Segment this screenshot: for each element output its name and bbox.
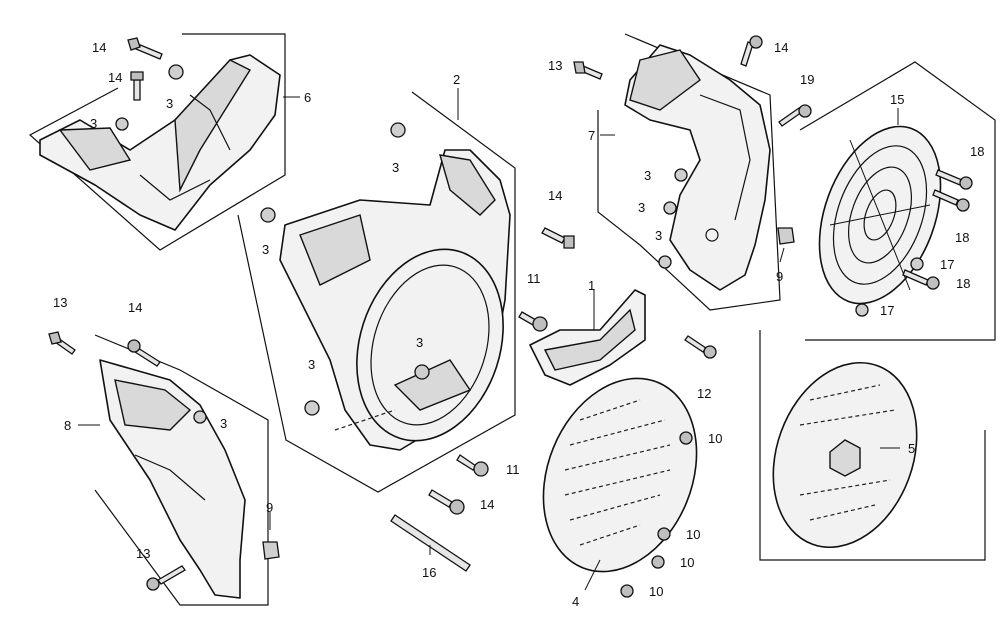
- callout-3-i: 3: [655, 228, 662, 243]
- callout-17-a: 17: [940, 257, 954, 272]
- bolt-18-b: [932, 189, 970, 212]
- nut-3-h: [663, 201, 677, 215]
- callout-3-h: 3: [638, 200, 645, 215]
- callout-12: 12: [697, 386, 711, 401]
- bolt-10-a: [679, 431, 693, 445]
- callout-labels: 14 14 3 3 6 2 3 3 3 3 14 11 11 14 16 13 …: [53, 40, 984, 609]
- nut-3-b: [115, 117, 129, 131]
- callout-17-b: 17: [880, 303, 894, 318]
- callout-18-b: 18: [955, 230, 969, 245]
- bolt-19: [778, 104, 812, 127]
- callout-7: 7: [588, 128, 595, 143]
- callout-19: 19: [800, 72, 814, 87]
- bolt-10-c: [651, 555, 665, 569]
- callout-10-d: 10: [649, 584, 663, 599]
- callout-4: 4: [572, 594, 579, 609]
- nut-3-e: [414, 364, 430, 380]
- clip-9-a: [777, 227, 795, 245]
- bolt-12: [684, 335, 717, 359]
- bolt-13-c: [146, 565, 186, 591]
- group-outline-15: [799, 61, 996, 341]
- callout-15: 15: [890, 92, 904, 107]
- group-outline-2: [237, 91, 516, 493]
- callout-5: 5: [908, 441, 915, 456]
- bolt-14-d: [428, 489, 465, 515]
- callout-10-c: 10: [680, 555, 694, 570]
- callout-8: 8: [64, 418, 71, 433]
- bolt-14-f: [127, 339, 161, 367]
- callout-13-c: 13: [136, 546, 150, 561]
- callout-18-c: 18: [956, 276, 970, 291]
- part-4-grill-plate: [542, 377, 698, 573]
- callout-14-b: 14: [108, 70, 122, 85]
- part-15-fan-guard: [818, 125, 942, 305]
- callout-10-b: 10: [686, 527, 700, 542]
- part-2-fan-shroud: [279, 149, 511, 451]
- nut-17-b: [855, 303, 869, 317]
- nut-17-a: [910, 257, 924, 271]
- callout-1: 1: [588, 278, 595, 293]
- callout-11-a: 11: [527, 271, 541, 286]
- nut-3-f: [304, 400, 320, 416]
- callout-6: 6: [304, 90, 311, 105]
- part-5-rear-disc: [772, 361, 918, 549]
- bolt-14-e: [740, 35, 763, 67]
- callout-3-a: 3: [166, 96, 173, 111]
- part-7-side-cover: [624, 44, 771, 291]
- bolt-18-a: [935, 169, 973, 190]
- callout-3-d: 3: [262, 242, 269, 257]
- callout-14-c: 14: [548, 188, 562, 203]
- callout-14-f: 14: [128, 300, 142, 315]
- bolt-14-b: [130, 71, 144, 101]
- callout-2: 2: [453, 72, 460, 87]
- nut-3-c: [390, 122, 406, 138]
- bolt-11-a: [518, 311, 548, 332]
- bolt-13-a: [573, 61, 603, 80]
- part-8-lower-cover: [99, 359, 246, 599]
- callout-3-b: 3: [90, 116, 97, 131]
- callout-9-b: 9: [266, 500, 273, 515]
- nut-3-j: [193, 410, 207, 424]
- callout-14-d: 14: [480, 497, 494, 512]
- callout-14-e: 14: [774, 40, 788, 55]
- callout-16: 16: [422, 565, 436, 580]
- bolt-14-c: [541, 227, 575, 249]
- callout-10-a: 10: [708, 431, 722, 446]
- nut-3-a: [168, 64, 184, 80]
- group-outline-7: [597, 33, 781, 311]
- part-6-upper-cover: [39, 54, 281, 231]
- callout-9-a: 9: [776, 269, 783, 284]
- callout-14-a: 14: [92, 40, 106, 55]
- bolt-13-b: [48, 331, 76, 355]
- callout-3-e: 3: [416, 335, 423, 350]
- bolt-10-b: [657, 527, 671, 541]
- callout-11-b: 11: [506, 462, 520, 477]
- bolt-18-c: [902, 269, 940, 290]
- nut-3-g: [674, 168, 688, 182]
- bolt-10-d: [620, 584, 634, 598]
- callout-13-a: 13: [548, 58, 562, 73]
- callout-3-c: 3: [392, 160, 399, 175]
- callout-3-g: 3: [644, 168, 651, 183]
- callout-13-b: 13: [53, 295, 67, 310]
- part-16-long-stud: [390, 514, 471, 572]
- nut-3-d: [260, 207, 276, 223]
- bolt-11-b: [456, 454, 489, 477]
- leader-lines: [78, 88, 900, 591]
- group-outline-5: [759, 330, 986, 561]
- group-outline-6: [28, 33, 286, 251]
- nut-3-i: [658, 255, 672, 269]
- callout-3-f: 3: [308, 357, 315, 372]
- clip-9-b: [262, 541, 280, 560]
- group-outline-8: [94, 334, 269, 606]
- part-1-bracket: [529, 289, 646, 386]
- callout-18-a: 18: [970, 144, 984, 159]
- bolt-14-a: [127, 37, 163, 60]
- callout-3-j: 3: [220, 416, 227, 431]
